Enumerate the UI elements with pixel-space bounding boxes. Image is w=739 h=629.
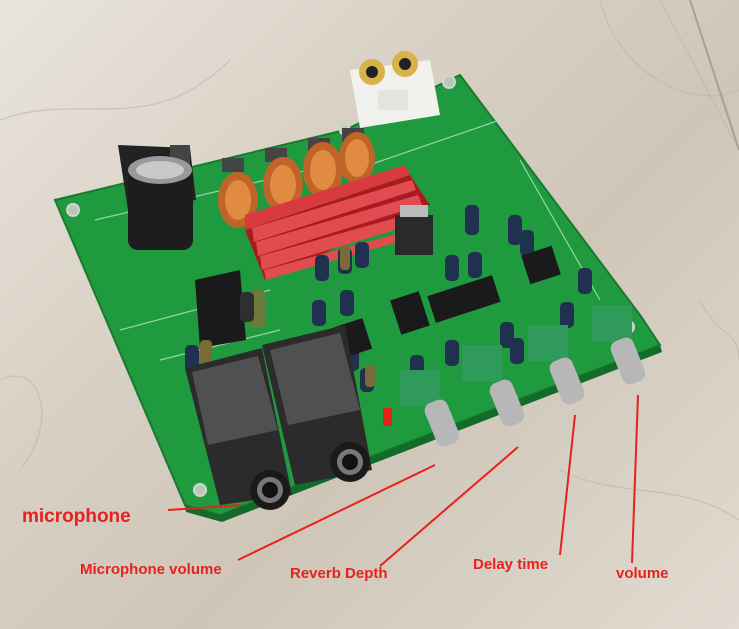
potentiometers — [400, 305, 646, 447]
marble-background — [0, 0, 739, 521]
label-delay-time: Delay time — [473, 556, 549, 573]
label-microphone-volume: Microphone volume — [80, 561, 222, 578]
led — [383, 408, 392, 426]
terminal-bracket — [195, 270, 266, 348]
rca-input-jack — [350, 51, 440, 128]
label-microphone: microphone — [22, 506, 131, 527]
label-reverb-depth: Reverb Depth — [290, 565, 388, 582]
inductors — [218, 128, 375, 228]
label-volume: volume — [616, 565, 669, 582]
pointer-lines — [167, 394, 639, 567]
microphone-jack-1 — [185, 348, 292, 510]
microphone-jack-2 — [262, 325, 372, 485]
electrolytic-capacitor — [128, 156, 193, 250]
voltage-regulator — [395, 205, 433, 255]
